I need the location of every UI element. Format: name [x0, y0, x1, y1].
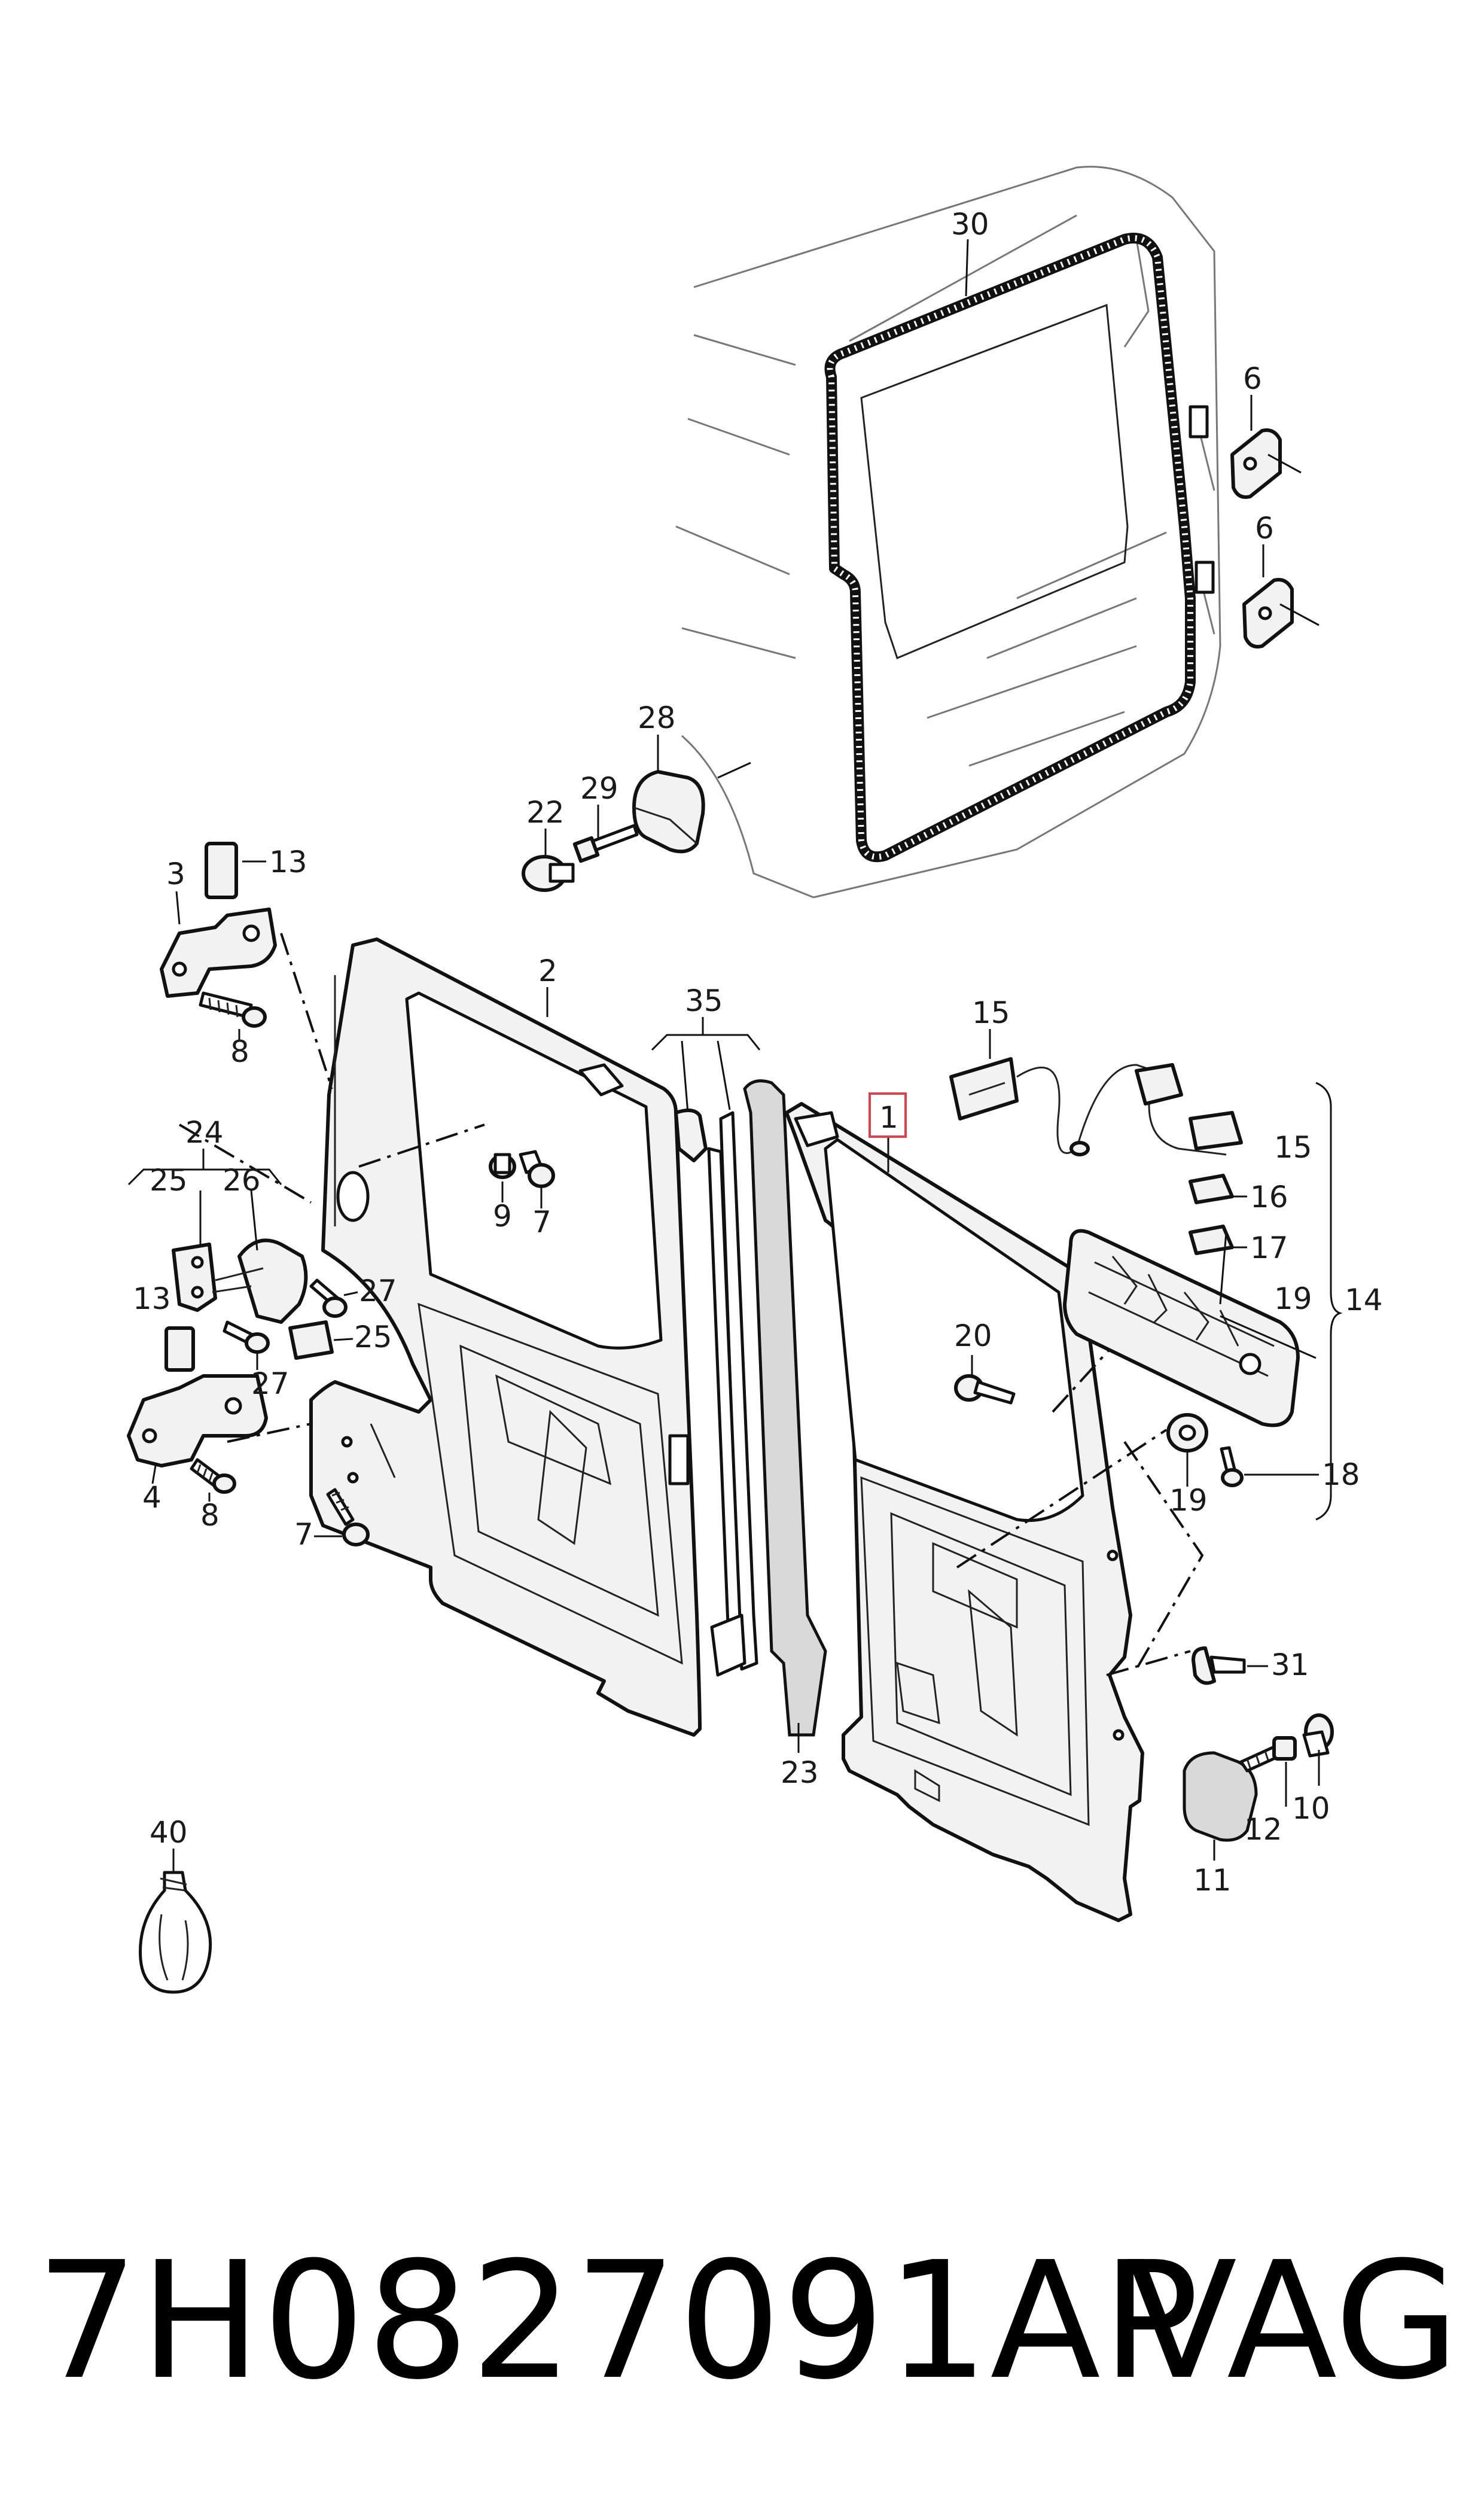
label-12: 12	[1244, 1812, 1282, 1847]
label-10: 10	[1292, 1791, 1330, 1826]
label-7b: 7	[294, 1517, 313, 1552]
grommet-19-lower	[1166, 1413, 1208, 1487]
wiring-harness-15	[949, 1029, 1243, 1156]
bolt-20	[954, 1355, 1016, 1405]
bolt-29	[572, 824, 639, 863]
label-17: 17	[1250, 1231, 1288, 1265]
bolt-31	[1192, 1646, 1268, 1685]
seal-strip-23	[743, 1079, 827, 1753]
van-body-outline	[675, 166, 1221, 899]
label-40: 40	[150, 1815, 188, 1850]
label-29: 29	[580, 771, 618, 806]
hinge-plate-6-upper	[1230, 428, 1302, 499]
label-11: 11	[1193, 1863, 1232, 1898]
label-6a: 6	[1243, 361, 1262, 396]
screw-8-upper	[199, 991, 267, 1028]
label-19a: 19	[1274, 1281, 1312, 1316]
bulb-holder-16	[1189, 1174, 1247, 1204]
label-25b: 25	[354, 1320, 392, 1354]
label-31: 31	[1271, 1648, 1309, 1682]
bulb-holder-17	[1189, 1225, 1247, 1255]
dash-hinge4-door	[227, 1423, 312, 1443]
dash-28-to-van	[717, 762, 751, 779]
label-6b: 6	[1255, 511, 1274, 546]
label-8a: 8	[230, 1034, 249, 1069]
label-15a: 15	[972, 995, 1010, 1030]
label-4: 4	[142, 1480, 161, 1515]
label-3: 3	[166, 857, 185, 891]
buffer-22	[522, 855, 575, 892]
bolt-12	[1239, 1736, 1297, 1807]
label-35: 35	[685, 984, 723, 1018]
dash-hinge3-door	[280, 933, 333, 1089]
dash-lamp-bracket	[1123, 1441, 1204, 1670]
brake-light-14	[1063, 1229, 1317, 1427]
bolt-7-upper	[519, 1150, 555, 1188]
label-28: 28	[638, 701, 676, 735]
label-23: 23	[781, 1755, 819, 1790]
screw-18	[1220, 1446, 1319, 1487]
clip-10	[1302, 1713, 1334, 1786]
window-seals-35	[651, 1017, 761, 1677]
door-seal-30	[824, 233, 1196, 863]
label-30: 30	[951, 207, 989, 242]
bolt-7-lower	[326, 1488, 370, 1546]
callout-labels: 30 6 6 28 22 29 13 3 8 2 35 15 1 24 25 2…	[133, 207, 1383, 1898]
label-15b: 15	[1274, 1130, 1312, 1165]
label-27a: 27	[359, 1274, 397, 1308]
plate-13-lower	[164, 1326, 195, 1372]
label-1: 1	[879, 1100, 898, 1135]
label-9: 9	[493, 1199, 512, 1234]
van-hinge-mounts	[1189, 405, 1215, 594]
label-13a: 13	[269, 845, 307, 879]
brand-name: VAG	[1126, 2227, 1459, 2415]
bracket-14	[1315, 1082, 1343, 1521]
touch-up-bag-40	[139, 1849, 212, 1994]
label-18: 18	[1322, 1457, 1360, 1492]
screw-27-upper	[309, 1278, 348, 1318]
stop-block-11	[1183, 1751, 1258, 1861]
label-8b: 8	[200, 1498, 220, 1533]
label-13b: 13	[133, 1281, 171, 1316]
label-26: 26	[223, 1163, 261, 1198]
label-16: 16	[1250, 1180, 1288, 1214]
highlight-box-1	[869, 1092, 907, 1138]
dash-door-bolt31	[1106, 1650, 1191, 1676]
label-22: 22	[526, 795, 565, 830]
bump-stop-28	[632, 770, 705, 854]
screw-27-lower	[223, 1320, 270, 1354]
clip-25-lower	[288, 1320, 334, 1360]
plate-13-upper	[205, 842, 266, 899]
hinge-assembly-24	[127, 1149, 308, 1324]
nut-9	[489, 1153, 516, 1179]
door-shell-2	[309, 937, 702, 1737]
label-14: 14	[1345, 1283, 1383, 1317]
dash-door-grommet	[1052, 1345, 1114, 1413]
hinge-plate-6-lower	[1242, 578, 1320, 648]
hinge-4-lower	[127, 1374, 268, 1484]
label-24: 24	[185, 1115, 224, 1150]
label-27b: 27	[251, 1366, 290, 1401]
door-panel-1	[785, 1102, 1144, 1922]
label-20: 20	[954, 1319, 992, 1353]
label-7a: 7	[532, 1205, 551, 1240]
label-2: 2	[538, 954, 557, 988]
screw-8-lower	[190, 1458, 236, 1494]
dash-hinge24-door	[178, 1123, 312, 1204]
label-25a: 25	[150, 1163, 188, 1198]
label-19b: 19	[1169, 1483, 1208, 1518]
part-number: 7H0827091AP	[36, 2227, 1200, 2415]
hinge-3-upper	[160, 891, 277, 998]
dash-door-bolt9	[358, 1123, 485, 1168]
footer: 7H0827091AP VAG	[36, 2237, 1459, 2405]
